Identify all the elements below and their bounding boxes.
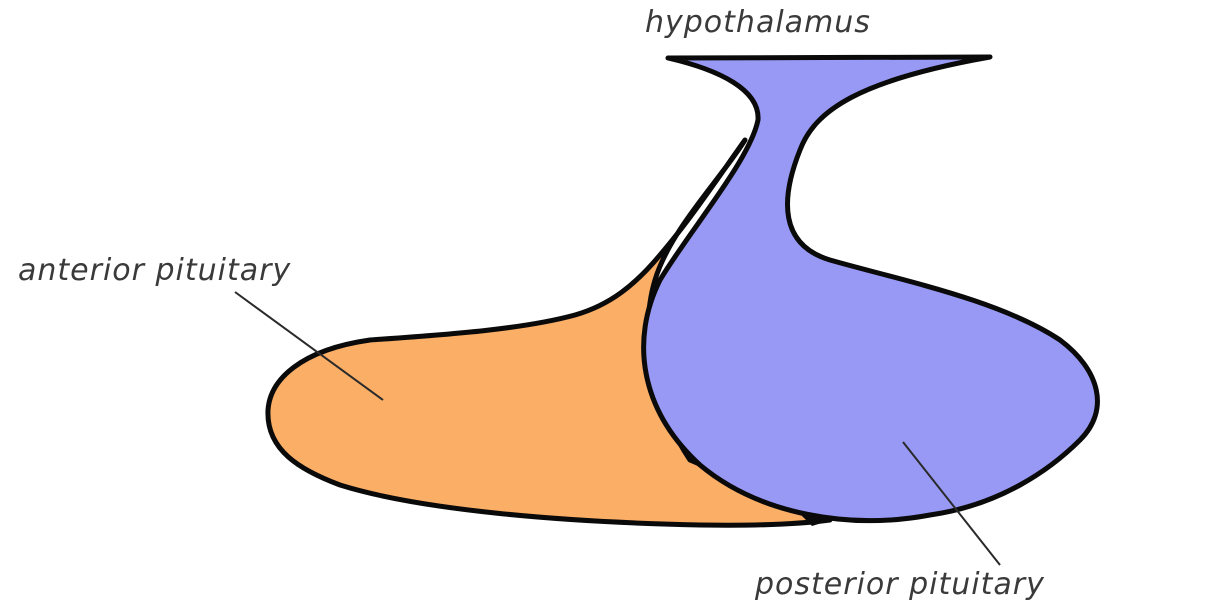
anterior-pituitary-label: anterior pituitary: [18, 253, 291, 288]
hypothalamus-label: hypothalamus: [645, 5, 871, 40]
posterior-pituitary-label: posterior pituitary: [754, 567, 1045, 602]
posterior-pituitary-lobe: [644, 57, 1098, 521]
